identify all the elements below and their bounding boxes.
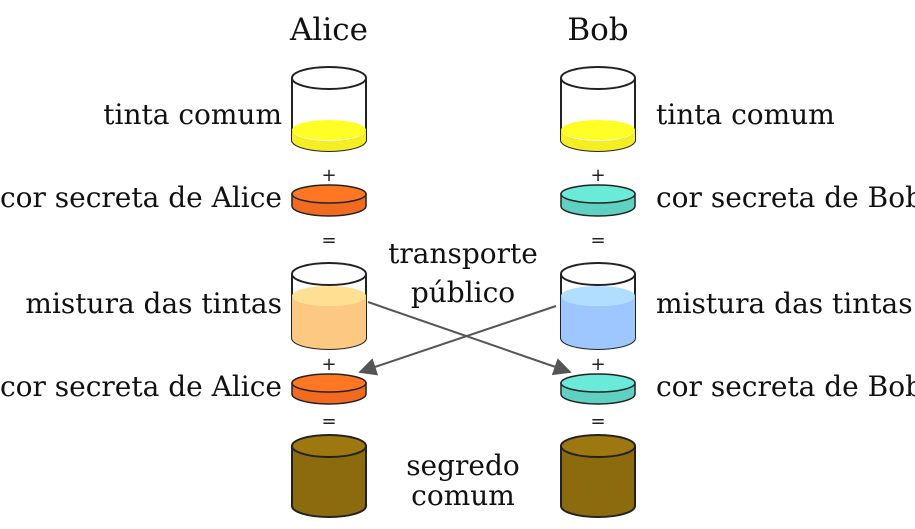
alice-equals-1: = [321,230,336,251]
alice-secret-color-disc-2 [291,373,367,405]
alice-header: Alice [289,12,368,48]
alice-mixture-glass [291,262,367,350]
bob-header: Bob [567,12,628,48]
alice-mixture-label: mistura das tintas [25,287,282,320]
alice-shared-secret-jar [291,434,367,518]
bob-plus-1: + [590,165,605,186]
alice-plus-2: + [321,354,336,375]
bob-equals-1: = [590,230,605,251]
bob-secret-color-disc [560,184,636,217]
arrow-alice-to-bob [367,301,572,376]
alice-secret-label-2: cor secreta de Alice [0,370,282,403]
alice-secret-label-1: cor secreta de Alice [0,181,282,214]
bob-mixture-label: mistura das tintas [656,287,913,320]
bob-common-paint-glass [560,66,636,152]
bob-common-paint-label: tinta comum [656,98,835,131]
bob-secret-color-disc-2 [560,373,636,405]
arrow-bob-to-alice [358,305,557,376]
alice-secret-color-disc [291,184,367,217]
alice-plus-1: + [321,165,336,186]
public-transport-label-line1: transporte [388,237,538,270]
bob-mixture-glass [560,262,636,350]
alice-common-paint-glass [291,66,367,152]
bob-secret-label-2: cor secreta de Bob [656,370,915,403]
bob-plus-2: + [590,354,605,375]
bob-shared-secret-jar [560,434,636,518]
bob-secret-label-1: cor secreta de Bob [656,181,915,214]
alice-common-paint-label: tinta comum [103,98,282,131]
bob-equals-2: = [590,411,605,432]
shared-secret-label-line2: comum [411,479,515,512]
alice-equals-2: = [321,411,336,432]
shared-secret-label-line1: segredo [406,449,520,482]
public-transport-label-line2: público [411,276,515,309]
